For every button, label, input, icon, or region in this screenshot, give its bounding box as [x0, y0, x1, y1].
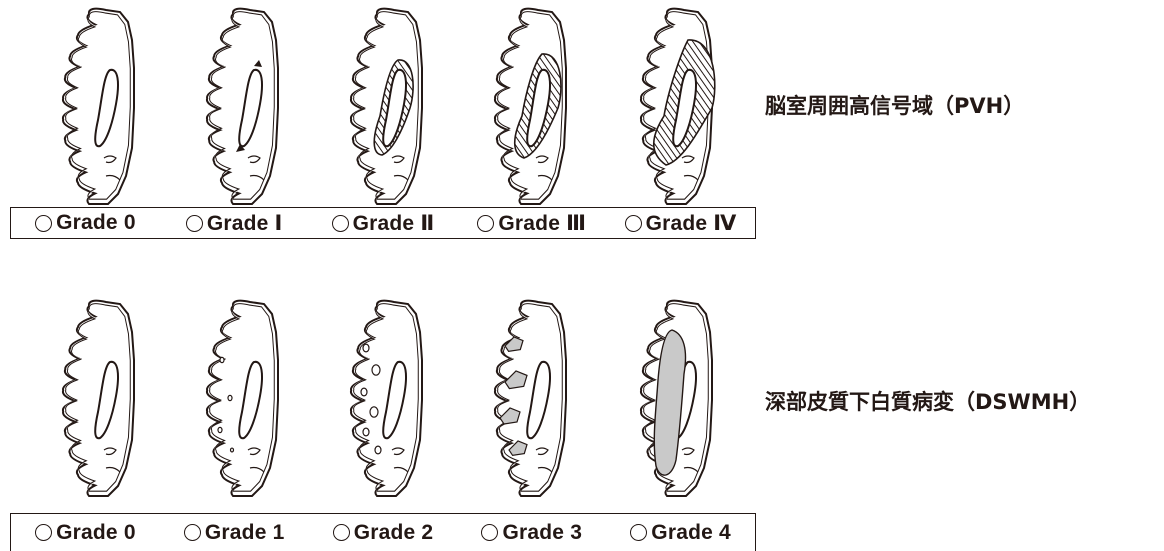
- grade-label: Grade Ⅳ: [646, 211, 737, 236]
- dswmh-grade-options: Grade 0 Grade 1 Grade 2 Grade 3 Grade 4: [10, 513, 756, 551]
- pvh-title: 脳室周囲高信号域（PVH）: [765, 90, 1024, 120]
- grade-label: Grade 2: [354, 521, 434, 545]
- radio-circle-icon[interactable]: [35, 215, 52, 232]
- grade-label: Grade 3: [502, 521, 582, 545]
- dswmh-brain-grade-1: [207, 301, 278, 496]
- dswmh-brain-grade-0: [63, 301, 134, 496]
- dswmh-grade-3-option[interactable]: Grade 3: [457, 521, 606, 545]
- pvh-grade-2-option[interactable]: Grade Ⅱ: [309, 211, 458, 236]
- pvh-grade-0-option[interactable]: Grade 0: [11, 211, 160, 235]
- dswmh-brain-grade-2: [351, 301, 422, 496]
- dswmh-grade-1-option[interactable]: Grade 1: [160, 521, 309, 545]
- pvh-grade-3-option[interactable]: Grade Ⅲ: [457, 211, 606, 236]
- pvh-grade-4-option[interactable]: Grade Ⅳ: [606, 211, 755, 236]
- lesion-spot: [370, 407, 378, 417]
- grade-label: Grade 0: [56, 211, 136, 235]
- lesion-spot: [375, 446, 381, 454]
- lesion-spot: [361, 388, 367, 396]
- pvh-grade-1-option[interactable]: Grade Ⅰ: [160, 211, 309, 236]
- grade-label: Grade Ⅲ: [498, 211, 586, 236]
- dswmh-panel: Grade 0 Grade 1 Grade 2 Grade 3 Grade 4 …: [0, 278, 1164, 547]
- lesion-spot: [220, 357, 224, 362]
- lesion-spot: [363, 428, 369, 436]
- pvh-brain-grade-2: [351, 9, 422, 204]
- lesion-patch: [505, 337, 523, 351]
- pvh-brain-grade-0: [63, 9, 134, 204]
- lesion-spot: [363, 344, 369, 352]
- radio-circle-icon[interactable]: [184, 524, 201, 541]
- pvh-panel: Grade 0 Grade Ⅰ Grade Ⅱ Grade Ⅲ Grade Ⅳ …: [0, 0, 1164, 250]
- lesion-spot: [372, 365, 380, 375]
- grade-label: Grade 4: [651, 521, 731, 545]
- dswmh-grade-4-option[interactable]: Grade 4: [606, 521, 755, 545]
- pvh-brain-grade-1: [207, 9, 278, 204]
- radio-circle-icon[interactable]: [332, 215, 349, 232]
- radio-circle-icon[interactable]: [481, 524, 498, 541]
- dswmh-brain-grade-4: [641, 301, 712, 496]
- radio-circle-icon[interactable]: [186, 215, 203, 232]
- lesion-spot: [218, 427, 222, 432]
- radio-circle-icon[interactable]: [477, 215, 494, 232]
- radio-circle-icon[interactable]: [625, 215, 642, 232]
- pvh-brain-grade-3: [495, 9, 566, 204]
- pvh-brain-grade-4: [641, 9, 715, 204]
- radio-circle-icon[interactable]: [630, 524, 647, 541]
- dswmh-illustrations: [0, 278, 760, 510]
- lesion-spot: [228, 395, 232, 400]
- lesion-spot: [231, 448, 234, 452]
- grade-label: Grade 1: [205, 521, 285, 545]
- radio-circle-icon[interactable]: [333, 524, 350, 541]
- grade-label: Grade 0: [56, 521, 136, 545]
- pvh-grade-options: Grade 0 Grade Ⅰ Grade Ⅱ Grade Ⅲ Grade Ⅳ: [10, 207, 756, 239]
- dswmh-grade-2-option[interactable]: Grade 2: [309, 521, 458, 545]
- dswmh-brain-grade-3: [495, 301, 566, 496]
- dswmh-grade-0-option[interactable]: Grade 0: [11, 521, 160, 545]
- grade-label: Grade Ⅰ: [207, 211, 283, 236]
- radio-circle-icon[interactable]: [35, 524, 52, 541]
- grade-label: Grade Ⅱ: [353, 211, 435, 236]
- pvh-illustrations: [0, 0, 760, 205]
- dswmh-title: 深部皮質下白質病変（DSWMH）: [765, 386, 1090, 416]
